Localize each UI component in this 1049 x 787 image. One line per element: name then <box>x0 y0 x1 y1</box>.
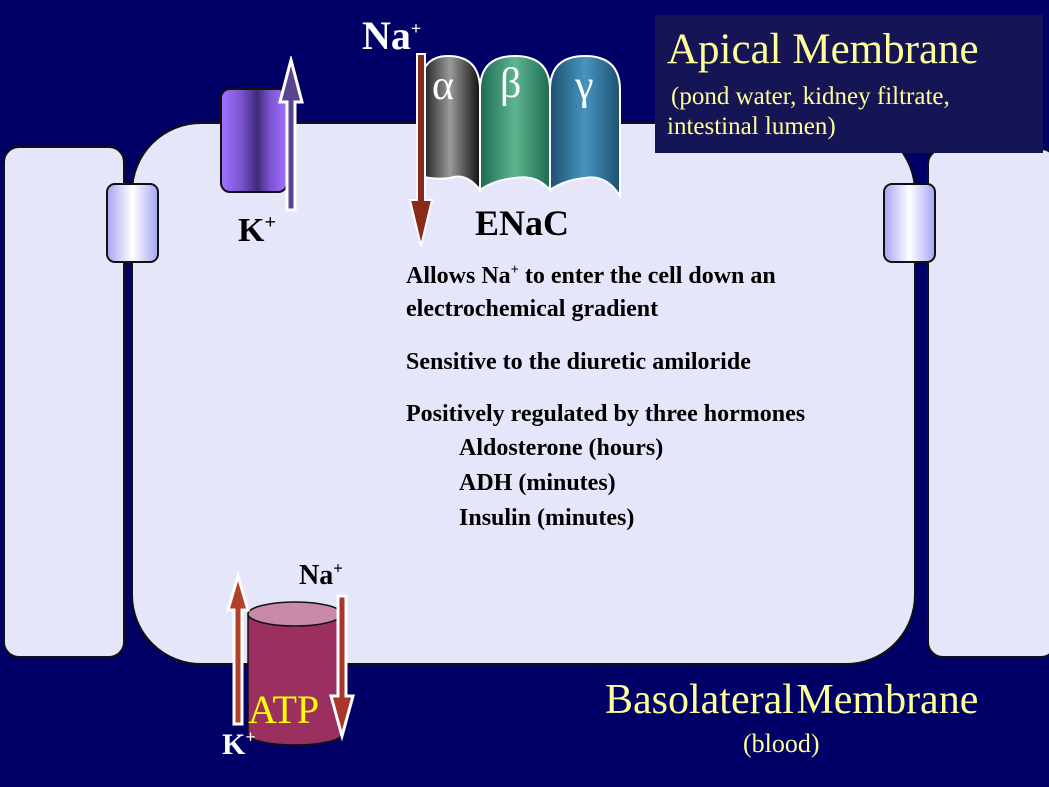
k-channel-charge: + <box>264 211 277 234</box>
k-efflux-arrow-shape <box>278 56 304 212</box>
k-efflux-arrow <box>278 56 304 212</box>
left-neighbor-cell <box>3 146 125 658</box>
pump-body <box>247 613 343 746</box>
pump-na-efflux-arrow <box>329 594 355 742</box>
enac-gamma-subunit <box>549 54 621 200</box>
hormone-insulin: Insulin (minutes) <box>459 505 635 531</box>
enac-properties: Allows Na+ to enter the cell down an ele… <box>406 260 906 536</box>
tight-junction-right <box>883 183 936 263</box>
k-channel-ion: K <box>238 212 265 249</box>
right-neighbor-cell <box>927 148 1049 658</box>
pump-k-label: K+ <box>222 728 256 762</box>
pump-na-efflux-arrow-shape <box>329 594 355 742</box>
enac-ion: Na <box>362 13 411 58</box>
basolateral-membrane-title: Basolateral Membrane <box>605 677 979 723</box>
pump-k-charge: + <box>245 727 256 747</box>
pump-na-ion: Na <box>299 560 334 591</box>
apical-membrane-subtitle-2: intestinal lumen) <box>667 113 836 140</box>
na-influx-arrow-shape <box>408 53 434 247</box>
bullet-3: Positively regulated by three hormones <box>406 401 806 427</box>
apical-membrane-box: Apical Membrane (pond water, kidney filt… <box>655 15 1043 153</box>
k-channel-ion-label: K+ <box>238 212 276 250</box>
hormone-aldosterone: Aldosterone (hours) <box>459 435 664 461</box>
pump-k-ion: K <box>222 728 246 761</box>
tight-junction-left <box>106 183 159 263</box>
enac-alpha-label: α <box>432 63 455 109</box>
enac-gamma-label: γ <box>575 63 594 109</box>
enac-charge: + <box>410 18 422 39</box>
enac-beta-label: β <box>500 61 522 107</box>
enac-label: ENaC <box>475 203 570 243</box>
apical-membrane-title: Apical Membrane <box>667 26 979 73</box>
epithelial-cell <box>131 122 916 665</box>
pump-k-influx-arrow <box>225 572 251 726</box>
hormone-adh: ADH (minutes) <box>459 470 616 496</box>
basolateral-membrane-subtitle: (blood) <box>743 729 820 758</box>
pump-na-label: Na+ <box>299 560 343 592</box>
bullet-1: Allows Na+ to enter the cell down an <box>406 262 776 289</box>
pump-k-influx-arrow-shape <box>225 572 251 726</box>
enac-channel <box>419 54 621 200</box>
pump-na-charge: + <box>333 558 343 578</box>
enac-ion-label: Na+ <box>362 12 421 59</box>
pump-atp-label: ATP <box>248 687 320 732</box>
apical-membrane-subtitle-1: (pond water, kidney filtrate, <box>671 83 950 110</box>
bullet-1-line-2: electrochemical gradient <box>406 296 659 322</box>
na-k-atpase-pump <box>247 601 343 746</box>
na-influx-arrow <box>408 53 434 247</box>
bullet-2: Sensitive to the diuretic amiloride <box>406 349 751 375</box>
k-channel <box>220 88 288 193</box>
